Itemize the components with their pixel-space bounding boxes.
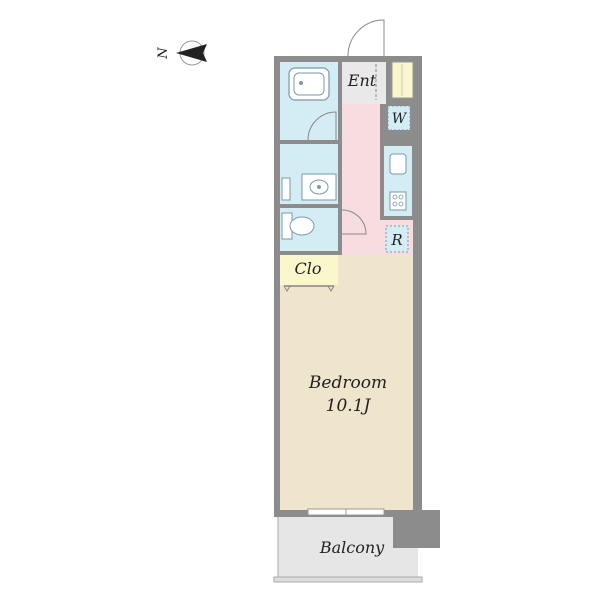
label-refrigerator: R bbox=[390, 231, 402, 249]
north-arrow-icon bbox=[176, 40, 207, 66]
kitchen-sink bbox=[389, 153, 407, 175]
bathroom-door bbox=[307, 111, 337, 141]
shoe-cabinet bbox=[391, 61, 414, 99]
wash-basin bbox=[301, 173, 337, 201]
bathtub bbox=[288, 67, 330, 101]
label-closet: Clo bbox=[295, 259, 322, 278]
room-bedroom bbox=[280, 255, 413, 510]
washroom-shelf bbox=[281, 177, 291, 201]
label-bedroom: Bedroom bbox=[308, 373, 387, 393]
compass-north-label: N bbox=[156, 47, 171, 60]
refrigerator-space bbox=[385, 225, 409, 253]
toilet-door bbox=[341, 209, 367, 235]
room-entrance bbox=[342, 62, 386, 104]
room-closet bbox=[280, 255, 338, 285]
label-bedroom-size: 10.1J bbox=[326, 396, 372, 416]
compass: N bbox=[156, 40, 207, 66]
balcony-rail bbox=[273, 576, 423, 583]
toilet bbox=[281, 212, 315, 240]
entrance-door bbox=[347, 19, 385, 57]
washer-space bbox=[387, 105, 411, 131]
label-washer: W bbox=[392, 111, 408, 127]
label-balcony: Balcony bbox=[319, 538, 385, 557]
stove-icon bbox=[389, 191, 407, 211]
pipe-shaft bbox=[393, 510, 440, 548]
label-entrance: Ent bbox=[347, 71, 377, 90]
